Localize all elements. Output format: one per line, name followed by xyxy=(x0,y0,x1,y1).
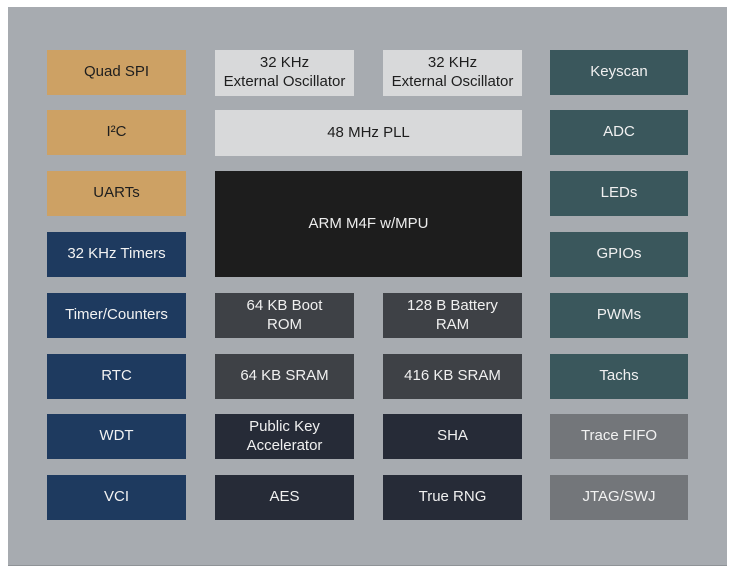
block-quad-spi: Quad SPI xyxy=(47,50,186,95)
block-uarts: UARTs xyxy=(47,171,186,216)
block-boot-rom: 64 KB Boot ROM xyxy=(215,293,354,338)
block-timer-counters: Timer/Counters xyxy=(47,293,186,338)
block-adc: ADC xyxy=(550,110,688,155)
block-sram-64kb: 64 KB SRAM xyxy=(215,354,354,399)
block-battery-ram: 128 B Battery RAM xyxy=(383,293,522,338)
block-rtc: RTC xyxy=(47,354,186,399)
block-32khz-ext-osc-2: 32 KHz External Oscillator xyxy=(383,50,522,96)
block-tachs: Tachs xyxy=(550,354,688,399)
block-leds: LEDs xyxy=(550,171,688,216)
block-i2c: I²C xyxy=(47,110,186,155)
block-gpios: GPIOs xyxy=(550,232,688,277)
block-public-key-accelerator: Public Key Accelerator xyxy=(215,414,354,459)
block-sram-416kb: 416 KB SRAM xyxy=(383,354,522,399)
block-32khz-timers: 32 KHz Timers xyxy=(47,232,186,277)
block-pwms: PWMs xyxy=(550,293,688,338)
block-aes: AES xyxy=(215,475,354,520)
block-arm-m4f: ARM M4F w/MPU xyxy=(215,171,522,277)
block-keyscan: Keyscan xyxy=(550,50,688,95)
block-vci: VCI xyxy=(47,475,186,520)
block-wdt: WDT xyxy=(47,414,186,459)
block-jtag-swj: JTAG/SWJ xyxy=(550,475,688,520)
block-32khz-ext-osc-1: 32 KHz External Oscillator xyxy=(215,50,354,96)
diagram-panel: Quad SPI I²C UARTs 32 KHz Timers Timer/C… xyxy=(8,7,727,566)
block-trace-fifo: Trace FIFO xyxy=(550,414,688,459)
block-sha: SHA xyxy=(383,414,522,459)
block-true-rng: True RNG xyxy=(383,475,522,520)
block-48mhz-pll: 48 MHz PLL xyxy=(215,110,522,156)
